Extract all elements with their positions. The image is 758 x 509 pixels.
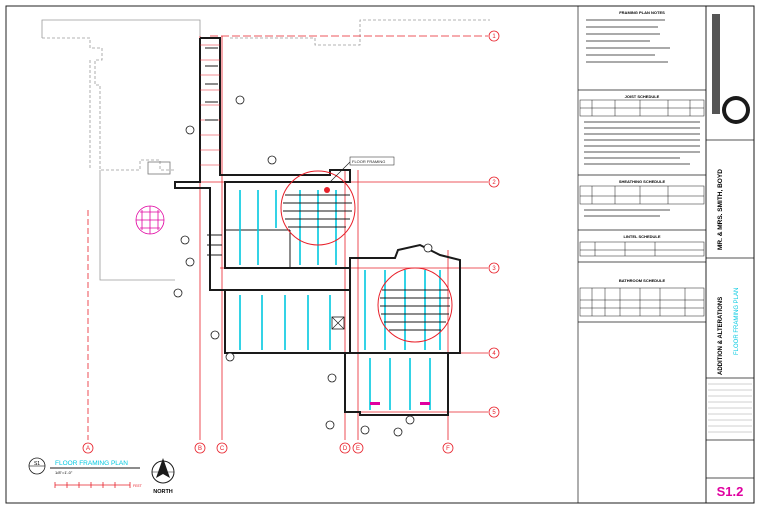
grid-col-d: D (343, 446, 348, 452)
grid-bubbles-cols (82, 442, 454, 454)
joist-bearing-marks (205, 47, 222, 256)
hold-down-marks (370, 402, 430, 405)
notes-headers: FRAMING PLAN NOTES JOIST SCHEDULE SHEATH… (619, 10, 666, 283)
sheet-border (5, 5, 755, 504)
grid-bubbles-rows (488, 30, 500, 418)
title-block-revision-rows (708, 383, 752, 433)
view-scale: 1/8"=1'-0" (55, 470, 73, 475)
note-text-lines (584, 19, 700, 217)
grid-lines (87, 35, 488, 440)
project-name: ADDITION & ALTERATIONS (718, 297, 724, 375)
grid-col-c: C (220, 446, 225, 452)
grid-row-5: 5 (492, 410, 496, 416)
grid-col-f: F (446, 446, 450, 452)
floor-joists (239, 190, 441, 410)
grid-bubble-labels-rows: 1 2 3 4 5 (492, 34, 496, 416)
joist-schedule-header: JOIST SCHEDULE (625, 94, 660, 99)
detail-marker (324, 187, 330, 193)
column-symbols (173, 95, 433, 437)
notes-column (577, 5, 707, 504)
schedule-grids (579, 99, 705, 317)
sheet-title: FLOOR FRAMING PLAN (734, 288, 740, 355)
view-title-block: S1 FLOOR FRAMING PLAN 1/8"=1'-0" FEET (28, 457, 143, 488)
firm-logo (712, 14, 750, 124)
stair-opening (331, 316, 345, 330)
grid-col-e: E (356, 446, 360, 452)
north-arrow-icon: NORTH (151, 458, 175, 495)
title-block (705, 5, 755, 504)
bay-window-symbol (135, 205, 165, 235)
grid-row-4: 4 (492, 351, 496, 357)
lintel-schedule-header: LINTEL SCHEDULE (623, 234, 660, 239)
view-number: S1 (34, 461, 40, 467)
north-label: NORTH (153, 489, 173, 495)
grid-col-a: A (86, 446, 90, 452)
existing-building (41, 19, 490, 281)
grid-row-1: 1 (492, 34, 496, 40)
detail-tag-label: FLOOR FRAMING (352, 159, 385, 164)
detail-tag: FLOOR FRAMING (329, 156, 395, 183)
scale-bar-units: FEET (133, 484, 143, 488)
framing-notes-header: FRAMING PLAN NOTES (619, 10, 665, 15)
wall-hatch (200, 44, 220, 166)
owner-name: MR. & MRS. SMITH, BOYD (717, 169, 724, 250)
grid-col-b: B (198, 446, 202, 452)
sheet-number: S1.2 (717, 484, 744, 499)
bathroom-schedule-header: BATHROOM SCHEDULE (619, 278, 666, 283)
detail-callout-circles (280, 170, 453, 343)
detail-callout-hatch (283, 194, 450, 331)
grid-bubble-labels-cols: A B C D E F (86, 446, 450, 452)
sheathing-schedule-header: SHEATHING SCHEDULE (619, 179, 666, 184)
view-title: FLOOR FRAMING PLAN (55, 460, 128, 467)
grid-row-3: 3 (492, 266, 496, 272)
scale-bar (54, 482, 131, 488)
grid-row-2: 2 (492, 180, 496, 186)
